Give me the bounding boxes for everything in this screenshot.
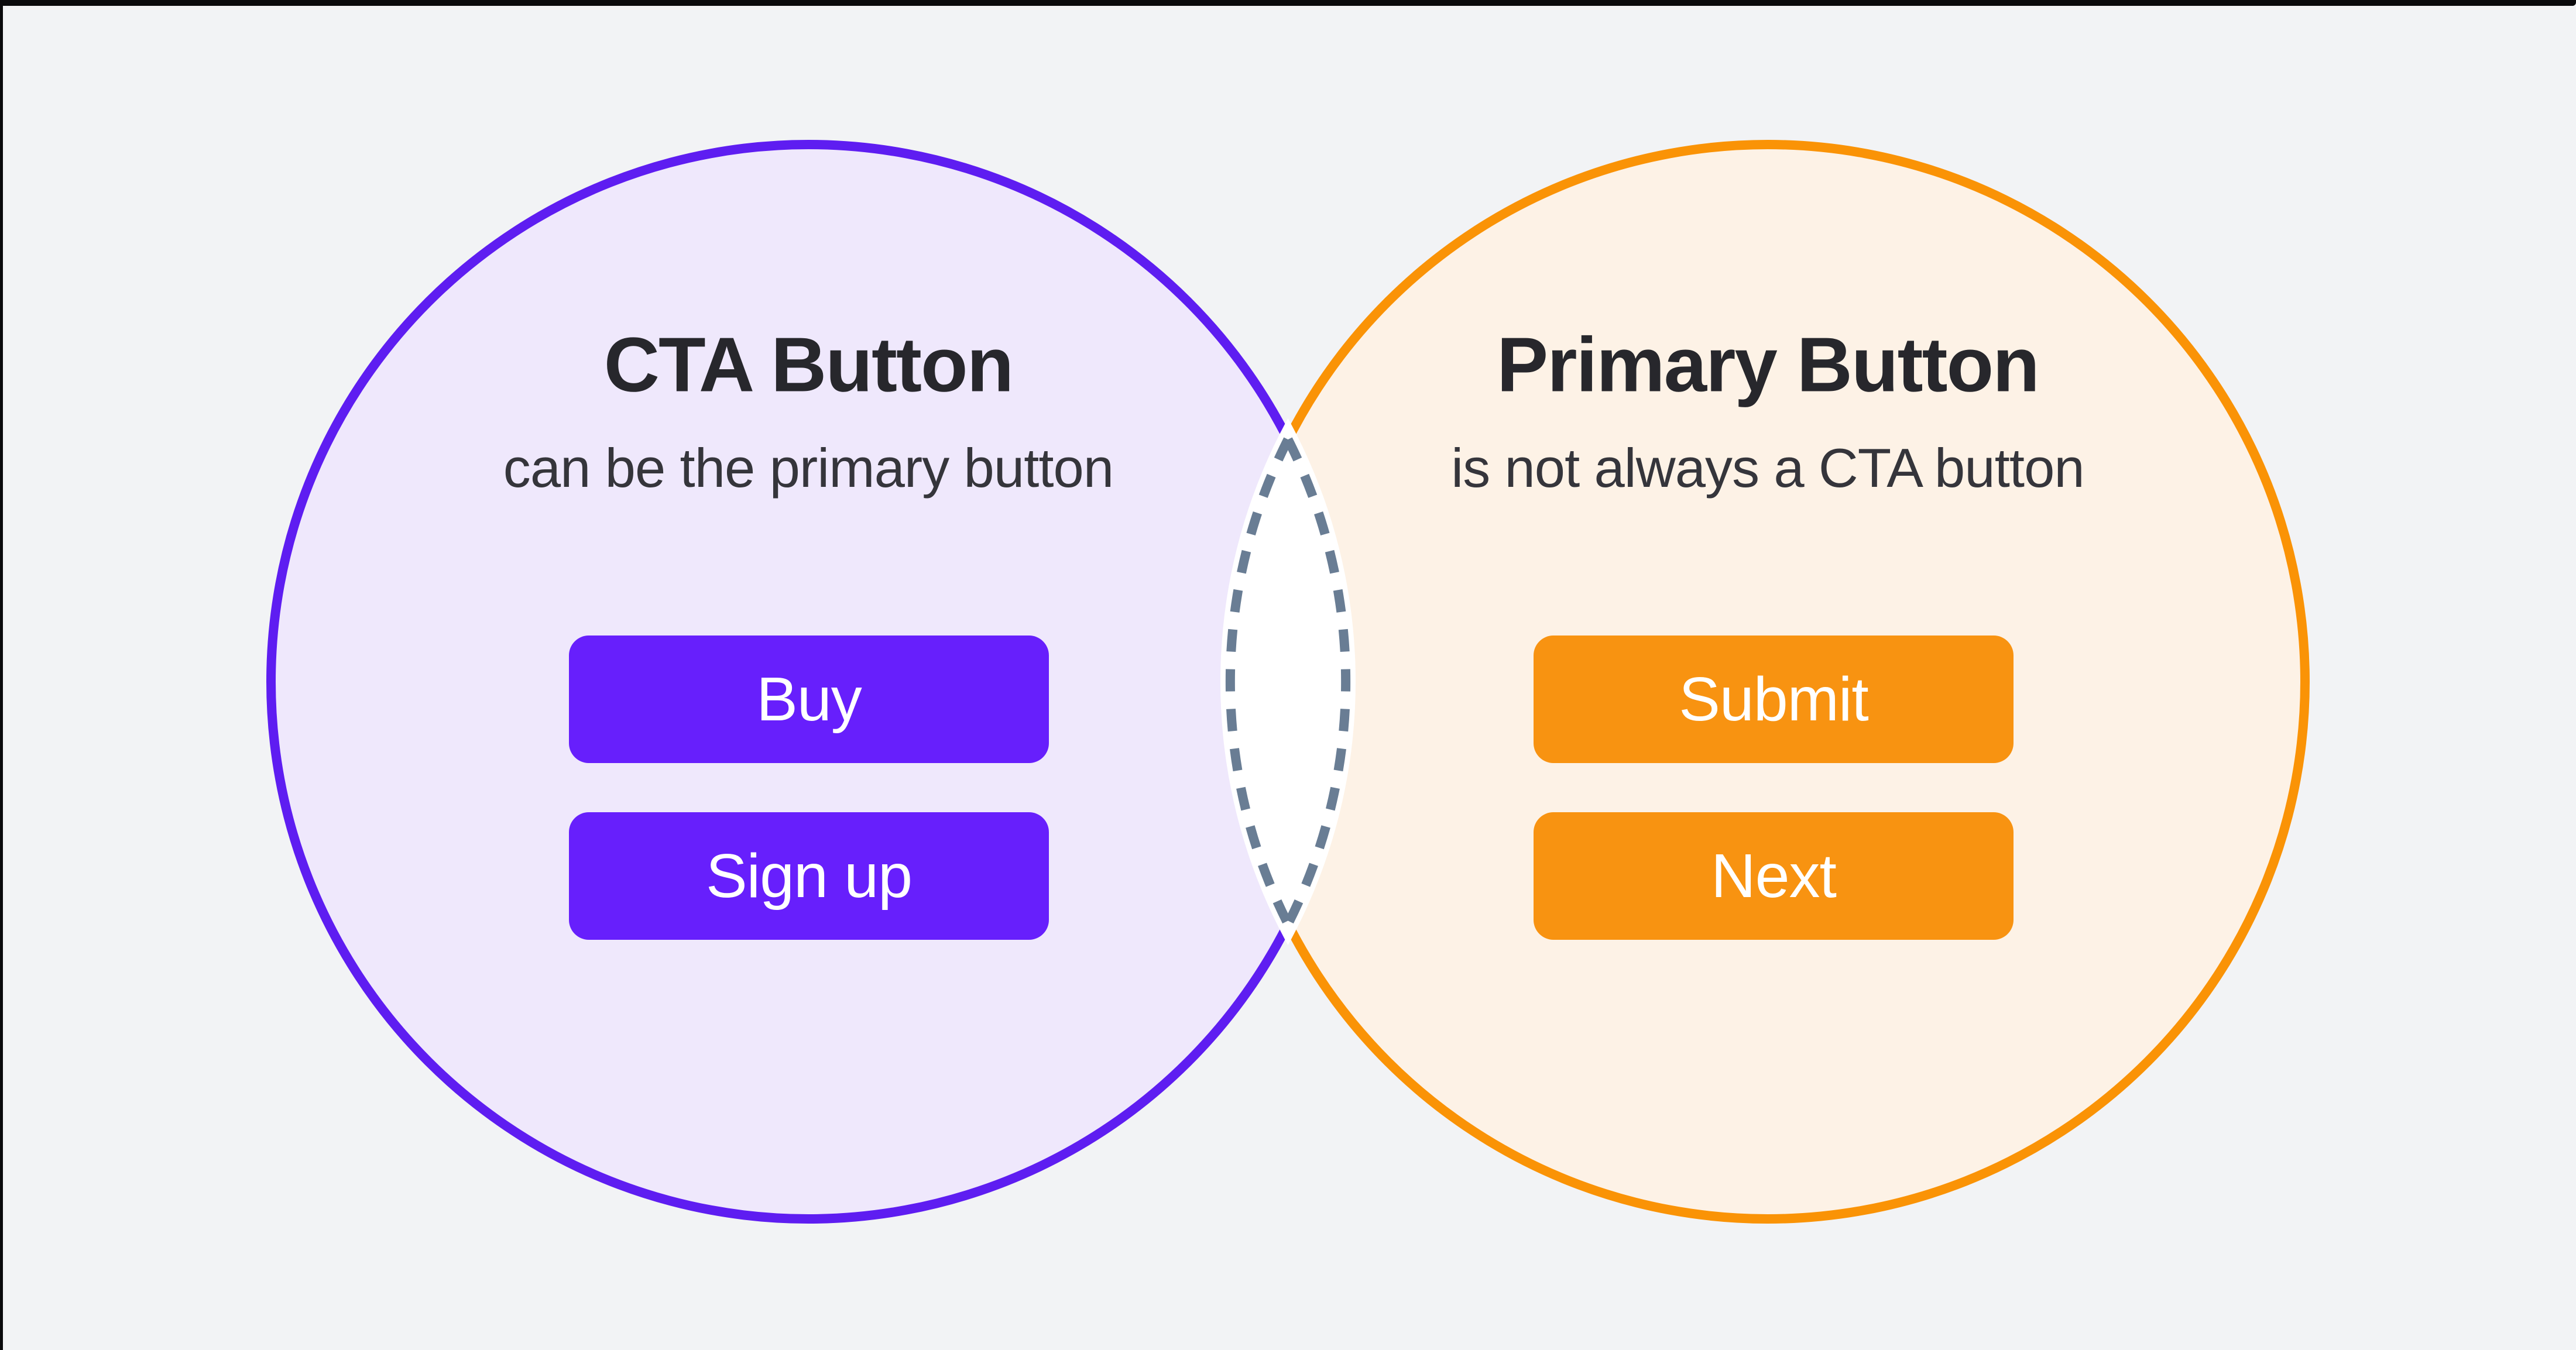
buy-button[interactable]: Buy [569,636,1049,763]
cta-title: CTA Button [603,321,1014,408]
next-button[interactable]: Next [1534,812,2014,940]
sign-up-button[interactable]: Sign up [569,812,1049,940]
submit-button[interactable]: Submit [1534,636,2014,763]
intersection-dashed-outline-left [1225,437,1292,926]
frame-border-top [0,0,2576,6]
cta-subtitle: can be the primary button [503,437,1114,499]
frame-border-left [0,0,3,1350]
primary-subtitle: is not always a CTA button [1451,437,2084,499]
primary-title: Primary Button [1497,321,2040,408]
intersection-dashed-outline-right [1284,437,1351,926]
